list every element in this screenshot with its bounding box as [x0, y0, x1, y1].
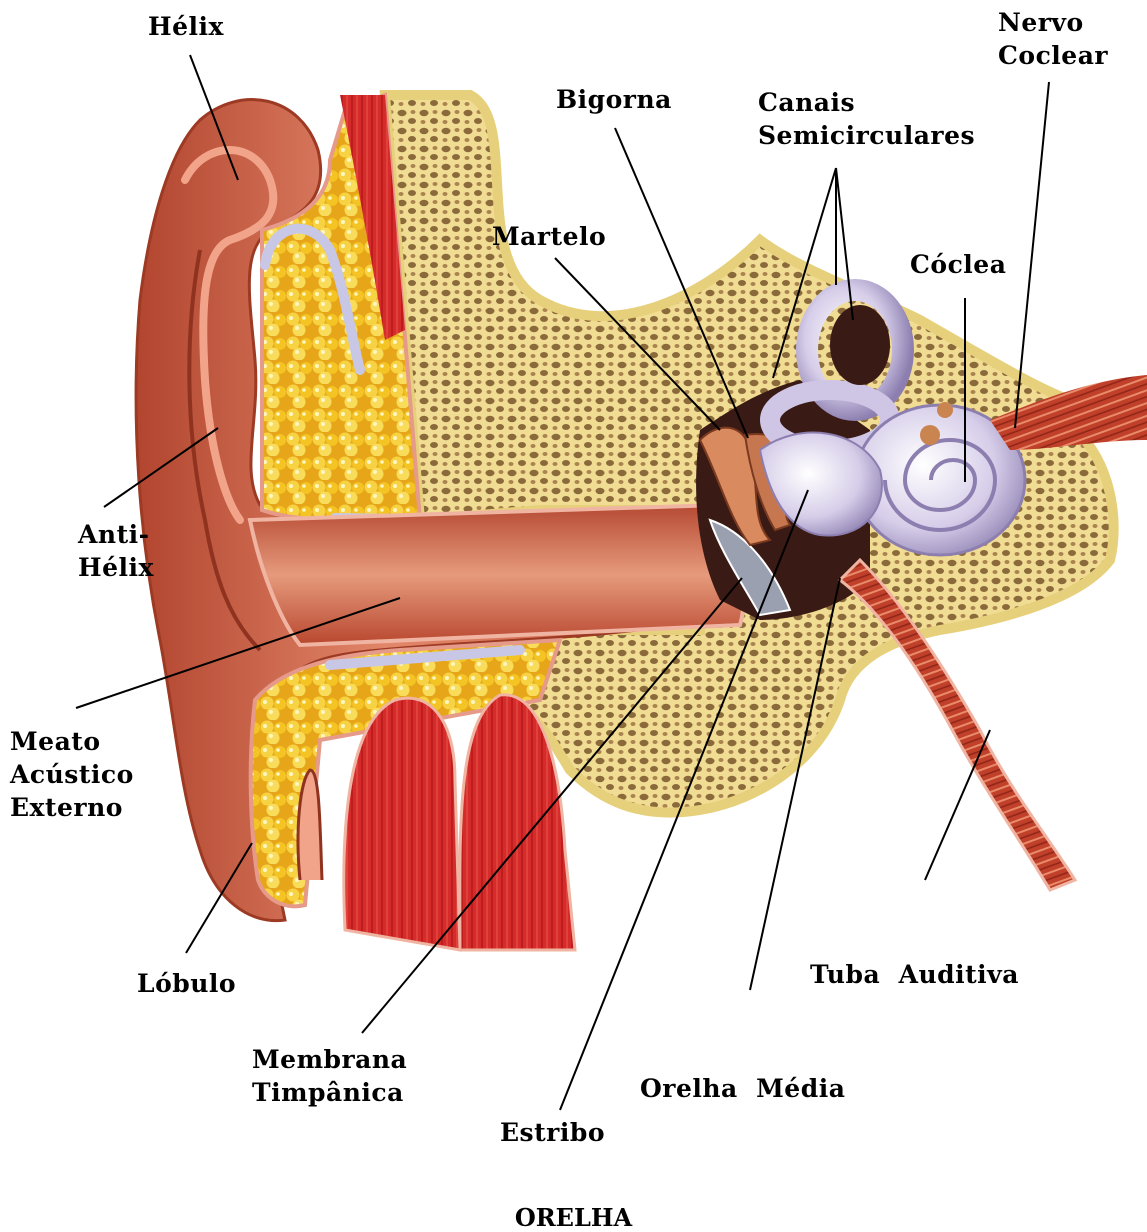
- label-helix: Hélix: [148, 10, 224, 43]
- label-membrana-line2: Timpânica: [252, 1076, 407, 1109]
- label-estribo: Estribo: [500, 1116, 605, 1149]
- label-nervo-line1: Nervo: [998, 6, 1108, 39]
- label-lobulo-text: Lóbulo: [137, 967, 236, 1000]
- label-tuba-text: Tuba Auditiva: [810, 958, 1019, 991]
- label-orelha-media: Orelha Média: [640, 1006, 845, 1138]
- label-meato: Meato Acústico Externo: [10, 725, 134, 824]
- label-canais: Canais Semicirculares: [758, 86, 975, 152]
- label-anti-helix-line1: Anti-: [78, 518, 154, 551]
- label-nervo-line2: Coclear: [998, 39, 1108, 72]
- label-canais-line1: Canais: [758, 86, 975, 119]
- label-orelha-media-text: Orelha Média: [640, 1072, 845, 1105]
- label-meato-line1: Meato: [10, 725, 134, 758]
- lower-muscle-left: [344, 698, 460, 950]
- label-anti-helix: Anti- Hélix: [78, 518, 154, 584]
- label-bigorna: Bigorna: [556, 83, 672, 116]
- label-coclea: Cóclea: [910, 248, 1006, 281]
- label-anti-helix-line2: Hélix: [78, 551, 154, 584]
- label-lobulo: Lóbulo: [137, 967, 236, 1000]
- label-membrana: Membrana Timpânica: [252, 1043, 407, 1109]
- label-nervo: Nervo Coclear: [998, 6, 1108, 72]
- label-bigorna-text: Bigorna: [556, 83, 672, 116]
- label-coclea-text: Cóclea: [910, 248, 1006, 281]
- label-meato-line3: Externo: [10, 791, 134, 824]
- label-martelo-text: Martelo: [492, 220, 606, 253]
- label-meato-line2: Acústico: [10, 758, 134, 791]
- diagram-title: ORELHA: [0, 1203, 1147, 1232]
- label-helix-text: Hélix: [148, 10, 224, 43]
- label-estribo-text: Estribo: [500, 1116, 605, 1149]
- lobe-fold: [298, 770, 322, 880]
- label-canais-line2: Semicirculares: [758, 119, 975, 152]
- label-membrana-line1: Membrana: [252, 1043, 407, 1076]
- label-tuba: Tuba Auditiva: [810, 892, 1019, 1024]
- label-martelo: Martelo: [492, 220, 606, 253]
